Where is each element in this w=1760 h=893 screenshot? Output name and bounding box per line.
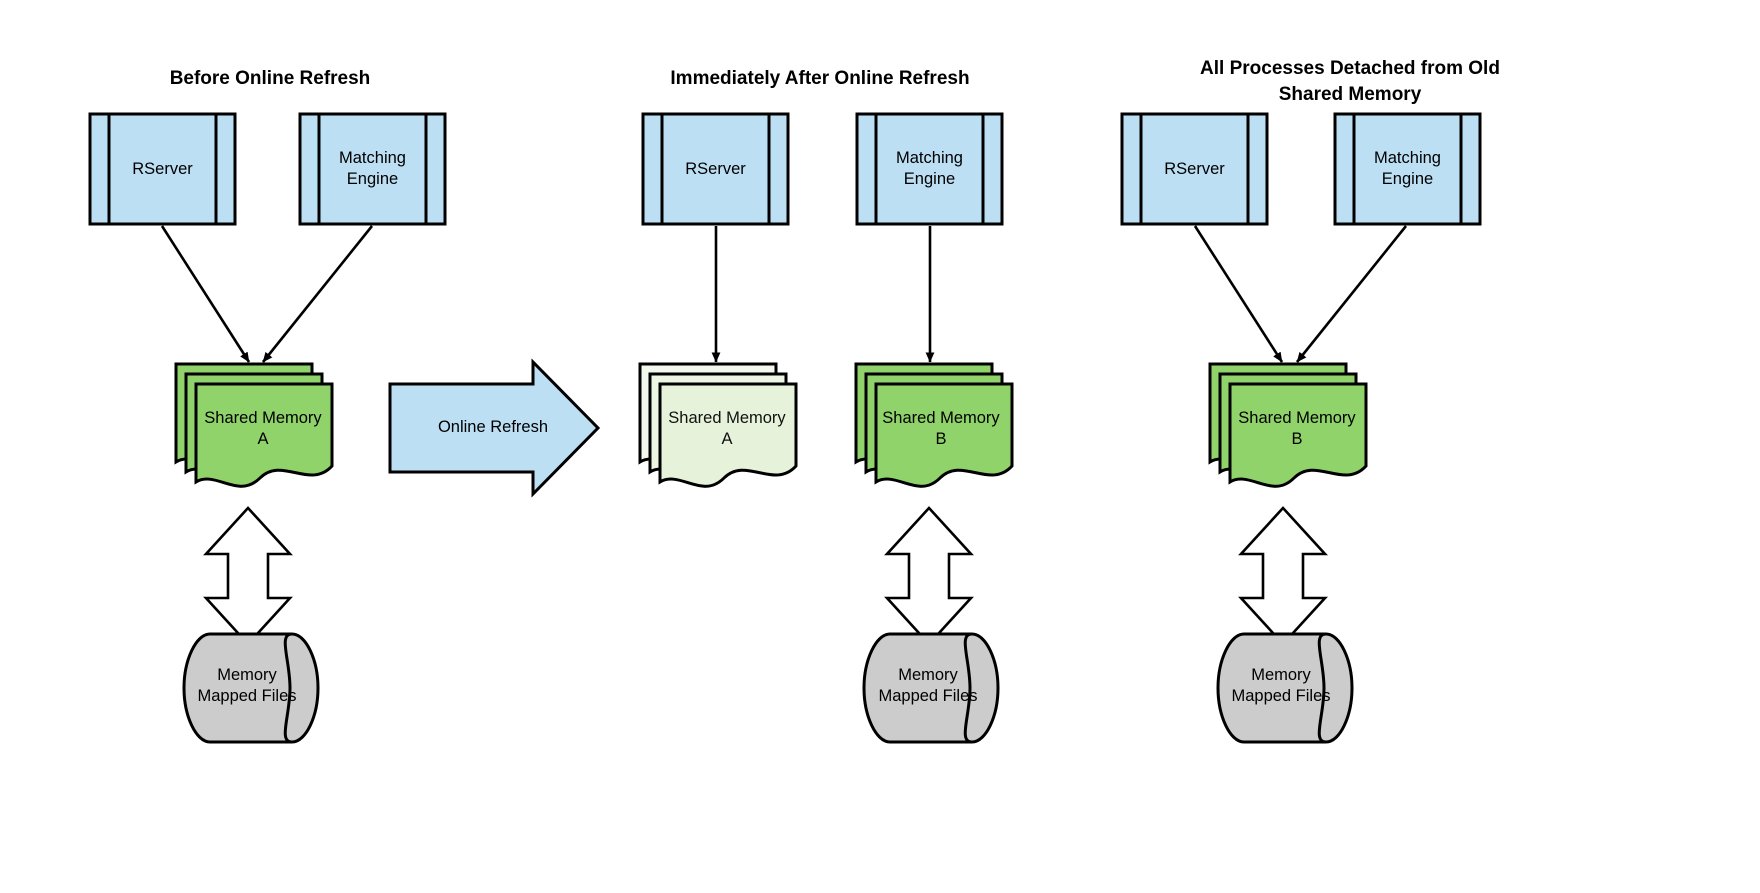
panel-title-all-detached: All Processes Detached from Old Shared M…	[1200, 58, 1500, 105]
connector-rserver-to-shm-a	[160, 225, 251, 363]
online-refresh-arrow	[388, 358, 601, 498]
process-box-matching-engine-detached	[1333, 112, 1482, 226]
shared-memory-a-stack-before	[174, 362, 334, 488]
connector-rserver-to-shm-b-detached	[1193, 225, 1284, 363]
process-box-matching-engine-before	[298, 112, 447, 226]
storage-cylinder-detached	[1216, 632, 1354, 744]
connector-matching-engine-to-shm-b-detached	[1295, 225, 1408, 363]
process-box-rserver-detached	[1120, 112, 1269, 226]
connector-matching-engine-to-shm-a	[261, 225, 374, 363]
shared-memory-b-stack-detached	[1208, 362, 1368, 488]
panel-title-before: Before Online Refresh	[169, 68, 371, 89]
panel-title-immediately-after: Immediately After Online Refresh	[670, 68, 970, 89]
shared-memory-a-stack-detached	[638, 362, 798, 488]
shared-memory-b-stack-after	[854, 362, 1014, 488]
bidirectional-arrow-shm-b-to-files-detached	[1238, 506, 1328, 646]
storage-cylinder-after	[862, 632, 1000, 744]
storage-cylinder-before	[182, 632, 320, 744]
process-box-rserver-before	[88, 112, 237, 226]
bidirectional-arrow-shm-a-to-files	[203, 506, 293, 646]
process-box-rserver-after	[641, 112, 790, 226]
bidirectional-arrow-shm-b-to-files-after	[884, 506, 974, 646]
process-box-matching-engine-after	[855, 112, 1004, 226]
